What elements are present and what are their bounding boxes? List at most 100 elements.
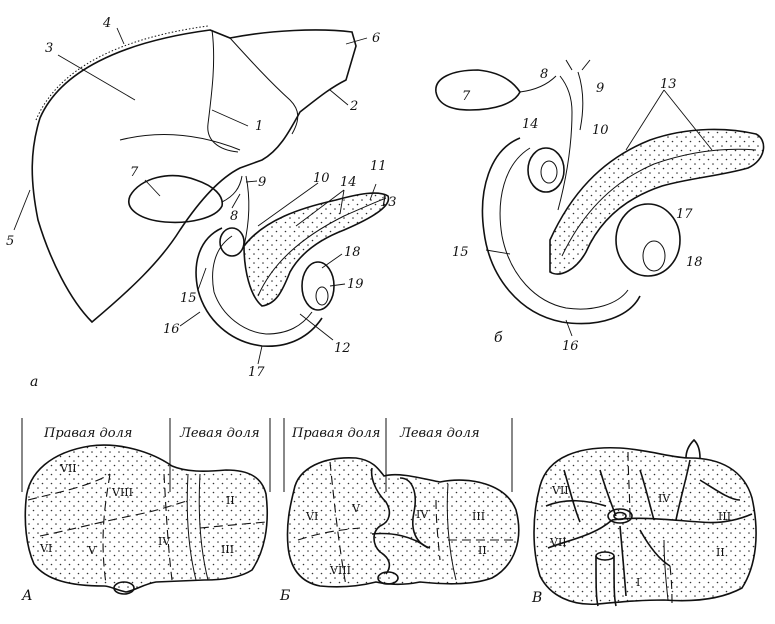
label-a-16: 16 [163, 322, 180, 337]
C-vessel-3 [547, 519, 613, 549]
C-vessel-2 [563, 469, 581, 523]
C-vessel-5 [639, 469, 655, 521]
C-boundary-1 [627, 451, 631, 521]
A-boundary-6 [199, 521, 267, 529]
label-b-16: 16 [562, 339, 579, 354]
label-a-8: 8 [230, 209, 238, 224]
liver-A-tip [113, 581, 135, 595]
label-a-18: 18 [344, 245, 361, 260]
left-lobe-fold [229, 37, 299, 135]
A-seg-II: II [226, 494, 235, 507]
label-a-2: 2 [349, 99, 358, 114]
panel-label-b: б [494, 330, 503, 346]
label-a-13: 13 [380, 195, 397, 210]
cystic-duct [221, 175, 243, 203]
label-a-19: 19 [347, 277, 364, 292]
B-seg-VI: VI [305, 510, 318, 523]
label-a-7: 7 [130, 165, 139, 180]
liver-B-outline [286, 457, 520, 588]
gallbladder [128, 174, 223, 224]
A-seg-V: V [87, 544, 97, 557]
B-seg-IV: IV [416, 508, 429, 521]
label-b-15: 15 [452, 245, 469, 260]
pancreas [243, 192, 390, 307]
A-seg-VIII: VIII [111, 486, 133, 499]
A-seg-VI: VI [39, 542, 52, 555]
A-boundary-4 [186, 473, 197, 581]
B-left-lobe-label: Левая доля [399, 426, 480, 441]
liver-inferior-edge [119, 134, 241, 151]
label-a-5: 5 [6, 234, 14, 249]
A-left-lobe-label: Левая доля [179, 426, 260, 441]
A-seg-IV: IV [158, 535, 171, 548]
C-superior-stub [685, 438, 701, 459]
liver-rim [35, 25, 209, 121]
label-a-10: 10 [313, 171, 330, 186]
figure-a-labels: 1 2 3 4 5 6 7 8 9 10 11 12 13 14 15 16 1… [6, 16, 397, 390]
label-a-6: 6 [372, 31, 380, 46]
duodenum-b [481, 137, 641, 325]
panel-label-a: а [30, 374, 38, 390]
C-porta [607, 508, 633, 524]
gallbladder-b [435, 69, 521, 111]
liver-B-tip [377, 571, 399, 585]
A-seg-VII: VII [59, 462, 77, 475]
C-seg-I: I [636, 576, 640, 589]
B-boundary-4 [329, 461, 347, 587]
duodenum [195, 227, 323, 347]
A-right-lobe-label: Правая доля [43, 426, 132, 441]
jejunum-b [615, 203, 681, 277]
label-a-14: 14 [340, 175, 357, 190]
figure-a-liver-pancreas [31, 25, 390, 347]
B-boundary-1 [446, 483, 457, 581]
falciform-ligament [207, 29, 239, 153]
common-bile-duct [243, 175, 250, 247]
liver-outline [31, 29, 357, 324]
B-quadrate-line [371, 532, 429, 549]
label-b-7: 7 [462, 89, 471, 104]
label-b-9: 9 [596, 81, 604, 96]
B-seg-III: III [472, 510, 485, 523]
label-a-15: 15 [180, 291, 197, 306]
A-seg-III: III [221, 543, 234, 556]
B-boundary-3 [297, 527, 361, 541]
segment-diagram-A: Правая доля Левая доля VII VIII VI V IV … [21, 418, 271, 604]
pancreas-b [549, 128, 765, 275]
label-a-9: 9 [258, 175, 266, 190]
duodenum-opening [219, 227, 245, 257]
C-vessel-1 [545, 499, 607, 507]
segment-diagram-B: Правая доля Левая доля VI V VIII IV III … [279, 418, 520, 604]
label-a-12: 12 [334, 341, 351, 356]
label-a-4: 4 [102, 16, 111, 31]
pancreatic-duct-b [561, 148, 757, 257]
C-vessel-7 [699, 479, 741, 501]
B-seg-V: V [351, 502, 361, 515]
C-vena-cava [595, 555, 617, 607]
B-boundary-5 [435, 499, 441, 561]
label-b-13: 13 [660, 77, 677, 92]
B-ligament-cleft [370, 467, 391, 575]
liver-C-outline [533, 446, 757, 606]
C-boundary-2 [669, 565, 673, 605]
C-seg-VII-lower: VII [549, 536, 567, 549]
figure-a-leaders [13, 27, 377, 365]
B-seg-VIII: VIII [329, 564, 351, 577]
C-vessel-6 [675, 459, 691, 521]
jejunum [301, 261, 335, 311]
duodenum-opening-b [527, 147, 565, 193]
C-seg-II: II [716, 546, 725, 559]
liver-A-outline [24, 444, 269, 593]
label-b-8: 8 [540, 67, 548, 82]
panel-label-B: Б [279, 588, 290, 604]
C-vessel-9 [639, 529, 671, 567]
C-seg-IV: IV [658, 492, 671, 505]
C-seg-VII-upper: VII [551, 484, 569, 497]
label-b-17: 17 [676, 207, 693, 222]
figure-b-pancreas-duodenum [435, 59, 765, 325]
hepatic-duct-b [577, 71, 584, 131]
label-b-18: 18 [686, 255, 703, 270]
figure-b-leaders [485, 89, 713, 337]
label-a-11: 11 [370, 159, 387, 174]
pancreatic-duct [257, 197, 387, 297]
